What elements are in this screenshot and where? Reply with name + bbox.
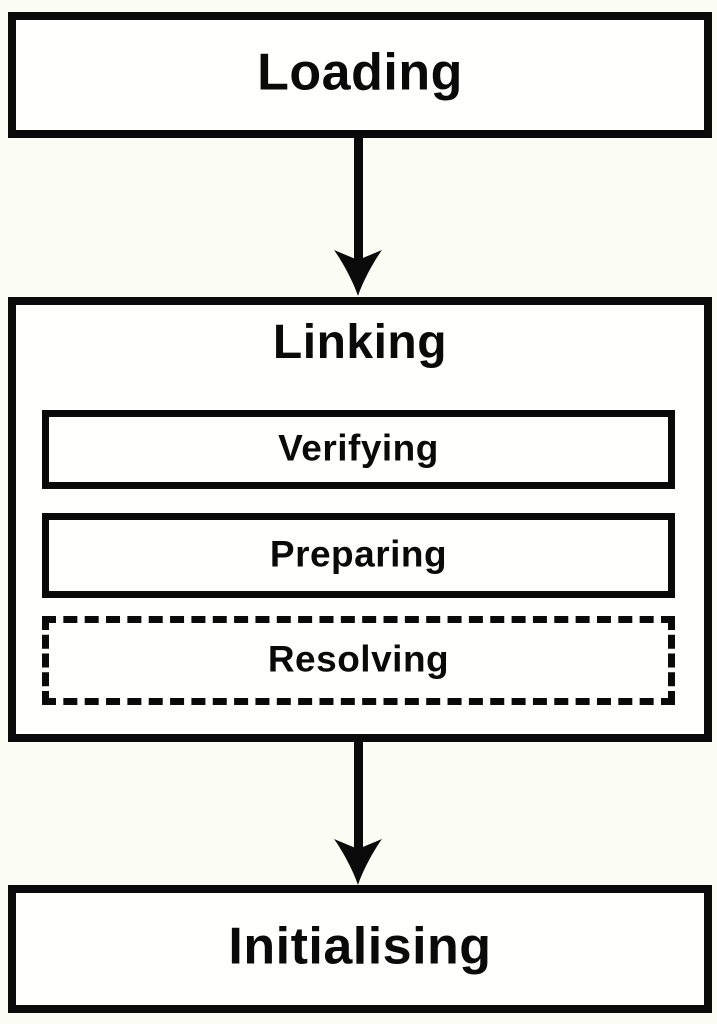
verifying-box: Verifying [42,410,675,489]
linking-label: Linking [272,316,448,369]
initialising-label: Initialising [228,917,492,976]
loading-label: Loading [257,43,463,102]
preparing-box: Preparing [42,513,675,598]
resolving-label: Resolving [267,637,450,679]
loading-box: Loading [8,12,712,138]
linking-box: Linking Verifying Preparing Resolving [8,297,712,742]
resolving-box: Resolving [42,616,675,705]
arrow-shaft [354,742,363,851]
arrow-shaft [354,137,363,262]
arrow-down-icon [334,839,382,885]
preparing-label: Preparing [269,532,448,574]
verifying-label: Verifying [278,426,439,468]
arrow-down-icon [334,250,382,296]
initialising-box: Initialising [8,885,712,1013]
